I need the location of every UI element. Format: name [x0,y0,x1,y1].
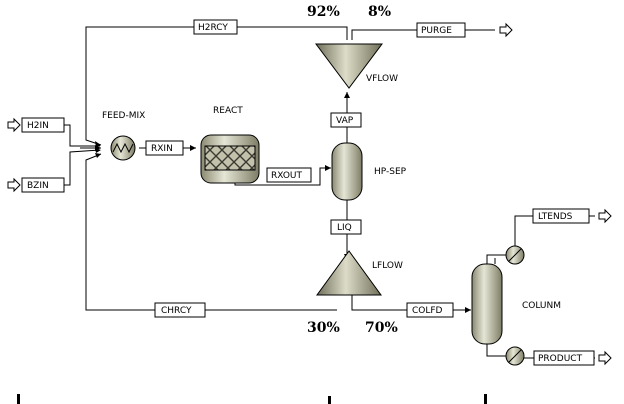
port-arrows [7,22,612,366]
bottom-marks [17,394,487,404]
svg-text:CHRCY: CHRCY [161,306,192,316]
feed-mix-label: FEED-MIX [102,111,145,121]
svg-text:H2RCY: H2RCY [198,23,228,33]
hp-sep-label: HP-SEP [374,167,407,177]
stream-tag-rxout[interactable]: RXOUT [266,167,312,183]
outlet-arrow-icon [598,208,612,224]
lflow-splitter[interactable] [316,250,382,296]
svg-text:LTENDS: LTENDS [538,212,573,222]
column-label: COLUNM [522,301,561,311]
feed-arrow-icon [7,177,21,193]
stream-tag-chrcy[interactable]: CHRCY [154,302,206,318]
stream-tag-vap[interactable]: VAP [330,112,362,128]
stream-tag-h2rcy[interactable]: H2RCY [193,19,238,35]
stream-tag-ltends[interactable]: LTENDS [532,208,590,224]
stream-tag-bzin[interactable]: BZIN [21,177,65,193]
svg-text:RXOUT: RXOUT [271,171,303,181]
hp-sep-unit[interactable] [331,142,363,201]
feed-mix-unit[interactable] [110,135,136,161]
stream-tag-product[interactable]: PRODUCT [533,350,595,366]
lflow-recycle-split: 30% [307,320,340,336]
outlet-arrow-icon [598,350,612,366]
flow-arrowheads [95,92,471,313]
outlet-arrow-icon [499,22,513,38]
stream-lines [64,26,595,359]
svg-text:H2IN: H2IN [27,121,49,131]
svg-text:LIQ: LIQ [337,223,352,233]
svg-text:COLFD: COLFD [412,306,443,316]
svg-text:PURGE: PURGE [421,26,452,36]
distillation-column[interactable] [471,245,525,366]
svg-text:BZIN: BZIN [27,181,49,191]
stream-tag-liq[interactable]: LIQ [330,219,362,235]
react-label: REACT [213,106,243,116]
lflow-label: LFLOW [372,261,403,271]
stream-tag-h2in[interactable]: H2IN [21,117,65,133]
svg-text:VAP: VAP [336,116,354,126]
vflow-recycle-split: 92% [307,4,340,20]
vflow-purge-split: 8% [368,4,391,20]
stream-tag-rxin[interactable]: RXIN [145,140,184,156]
vflow-splitter[interactable] [315,43,383,89]
stream-tag-purge[interactable]: PURGE [416,22,466,38]
stream-tag-colfd[interactable]: COLFD [406,302,454,318]
reactor-unit[interactable] [200,134,260,184]
vflow-label: VFLOW [366,74,398,84]
svg-text:RXIN: RXIN [151,144,173,154]
feed-arrow-icon [7,117,21,133]
svg-text:PRODUCT: PRODUCT [538,354,583,364]
lflow-column-split: 70% [365,320,398,336]
